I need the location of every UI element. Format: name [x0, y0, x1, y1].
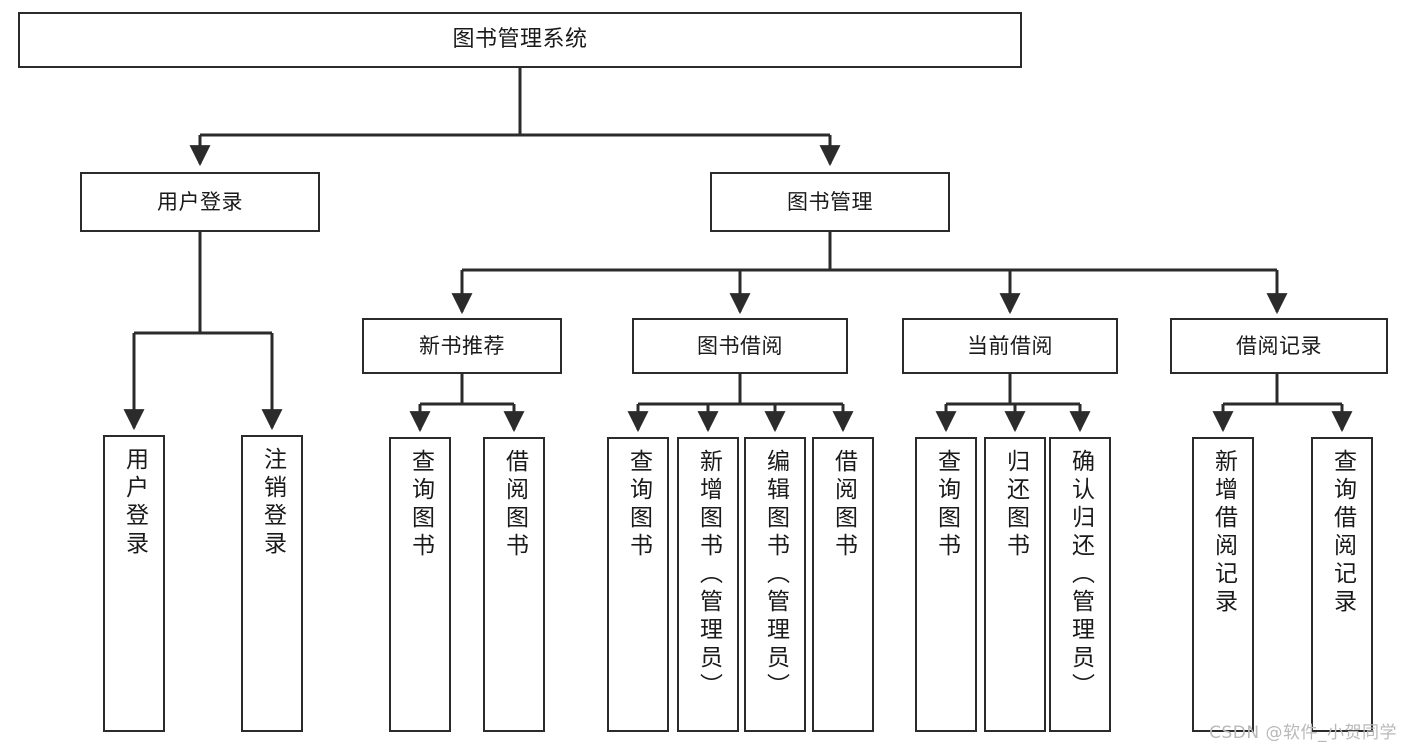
leaf-user-login-label: 用户登录 — [121, 447, 148, 559]
node-user-login[interactable]: 用户登录 — [80, 172, 320, 232]
leaf-logout[interactable]: 注销登录 — [241, 435, 303, 732]
leaf-nb-query-book-label: 查询图书 — [407, 449, 434, 561]
leaf-bb-query-book-label: 查询图书 — [625, 449, 652, 561]
node-new-book-recommend[interactable]: 新书推荐 — [362, 318, 562, 374]
csdn-watermark: CSDN @软件_小贺同学 — [1209, 723, 1397, 743]
leaf-br-query-record[interactable]: 查询借阅记录 — [1311, 437, 1373, 732]
leaf-nb-query-book[interactable]: 查询图书 — [389, 437, 451, 732]
leaf-nb-borrow-book[interactable]: 借阅图书 — [483, 437, 545, 732]
node-book-management-label: 图书管理 — [787, 189, 873, 214]
leaf-nb-borrow-book-label: 借阅图书 — [501, 449, 528, 561]
leaf-br-query-record-label: 查询借阅记录 — [1329, 449, 1356, 617]
leaf-br-add-record[interactable]: 新增借阅记录 — [1192, 437, 1254, 732]
leaf-user-login[interactable]: 用户登录 — [103, 435, 165, 732]
node-root-system[interactable]: 图书管理系统 — [18, 12, 1022, 68]
node-root-system-label: 图书管理系统 — [452, 27, 588, 53]
node-book-management[interactable]: 图书管理 — [710, 172, 950, 232]
leaf-bb-borrow-book[interactable]: 借阅图书 — [812, 437, 874, 732]
leaf-cb-return-book[interactable]: 归还图书 — [984, 437, 1046, 732]
node-book-borrow[interactable]: 图书借阅 — [632, 318, 848, 374]
node-current-borrow[interactable]: 当前借阅 — [902, 318, 1118, 374]
leaf-logout-label: 注销登录 — [259, 447, 286, 559]
leaf-bb-edit-book-admin-label: 编辑图书（管理员） — [762, 449, 789, 701]
node-user-login-label: 用户登录 — [157, 189, 243, 214]
leaf-cb-confirm-return-admin[interactable]: 确认归还（管理员） — [1049, 437, 1111, 732]
node-current-borrow-label: 当前借阅 — [967, 333, 1053, 358]
leaf-bb-add-book-admin-label: 新增图书（管理员） — [695, 449, 722, 701]
leaf-bb-query-book[interactable]: 查询图书 — [607, 437, 669, 732]
leaf-cb-query-book[interactable]: 查询图书 — [915, 437, 977, 732]
node-borrow-record-label: 借阅记录 — [1236, 333, 1322, 358]
leaf-bb-edit-book-admin[interactable]: 编辑图书（管理员） — [744, 437, 806, 732]
node-book-borrow-label: 图书借阅 — [697, 333, 783, 358]
node-borrow-record[interactable]: 借阅记录 — [1170, 318, 1388, 374]
leaf-cb-confirm-return-admin-label: 确认归还（管理员） — [1067, 449, 1094, 701]
leaf-cb-query-book-label: 查询图书 — [933, 449, 960, 561]
node-new-book-recommend-label: 新书推荐 — [419, 333, 505, 358]
leaf-bb-borrow-book-label: 借阅图书 — [830, 449, 857, 561]
leaf-bb-add-book-admin[interactable]: 新增图书（管理员） — [677, 437, 739, 732]
leaf-br-add-record-label: 新增借阅记录 — [1210, 449, 1237, 617]
leaf-cb-return-book-label: 归还图书 — [1002, 449, 1029, 561]
